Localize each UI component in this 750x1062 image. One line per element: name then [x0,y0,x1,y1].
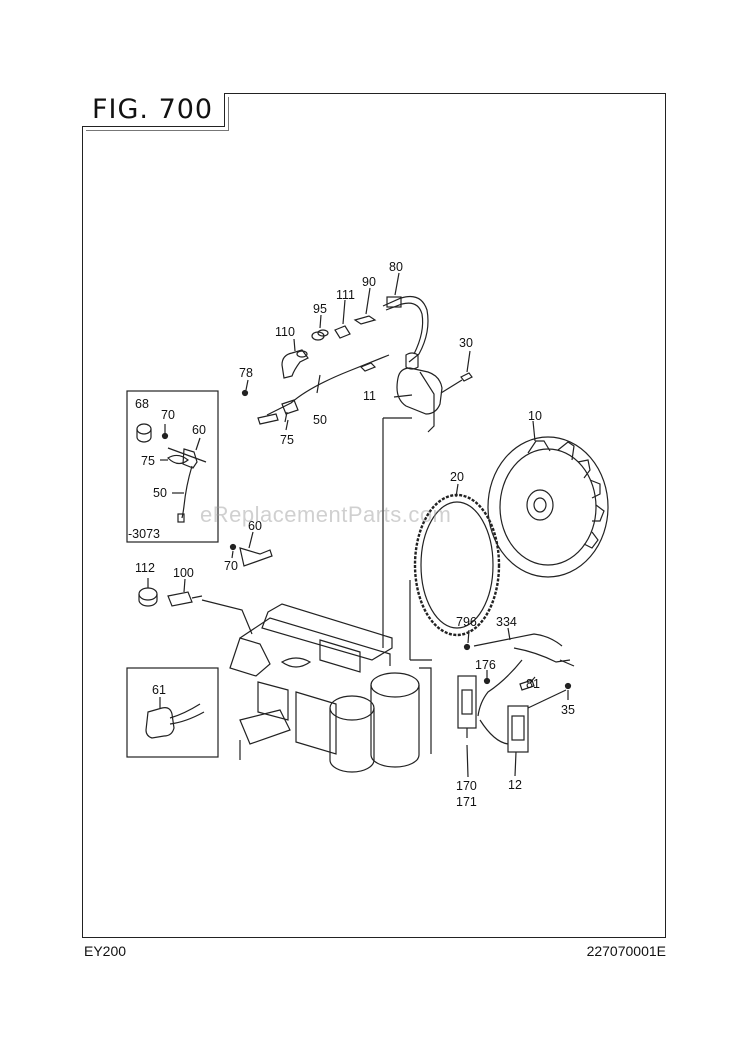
callout-90: 90 [362,275,376,289]
inset-box-ignition [126,390,219,543]
callout-111: 111 [336,288,355,302]
callout-112: 112 [135,561,155,575]
footer-part-code: 227070001E [586,943,666,959]
callout-20: 20 [450,470,464,484]
callout-30: 30 [459,336,473,350]
screw-70 [229,543,237,559]
callout-796: 796 [456,615,477,629]
bolt-30 [440,350,473,394]
screw-35 [527,682,572,709]
callout-35: 35 [561,703,575,717]
inset-box-61 [126,667,219,758]
callout-labels: 80 90 111 95 110 30 78 11 50 75 10 20 68… [128,260,575,809]
watermark: eReplacementParts.com [200,502,452,527]
high-tension-cord-80 [382,272,429,363]
callout-100: 100 [173,566,194,580]
callout-334: 334 [496,615,517,629]
callout-80: 80 [389,260,403,274]
callout-60: 60 [248,519,262,533]
figure-title: FIG. 700 [92,94,214,125]
screw-78 [241,379,279,425]
bracket-60 [239,531,273,567]
callout-inset-50: 50 [153,486,167,500]
connector-81 [519,676,536,691]
coil-12 [479,705,529,777]
plug-112 [138,578,158,607]
ignition-coil-11 [393,352,443,433]
screw-176 [483,670,491,685]
ring-gear-20 [413,483,501,637]
callout-110: 110 [275,325,295,339]
callout-inset-68: 68 [135,397,149,411]
plug-cap-110 [281,338,309,379]
engine-block [229,603,432,773]
inset-screw-70 [161,424,169,440]
callout-78: 78 [239,366,253,380]
callout-70: 70 [224,559,238,573]
inset-bracket-60 [167,437,207,469]
inset-unit-61 [145,697,205,739]
callout-61: 61 [152,683,166,697]
callout-inset-75: 75 [141,454,155,468]
spring-95 [311,314,329,341]
clamp-75 [281,399,299,431]
stop-wire-50 [266,354,390,416]
flywheel-10 [487,420,609,578]
callout-inset-60: 60 [192,423,206,437]
inset-revision: -3073 [128,527,160,541]
figure-title-shadow [86,97,229,131]
diagram-frame [82,93,666,938]
sensor-100 [167,578,253,635]
inset-clamp-75 [160,454,189,465]
callout-171: 171 [456,795,477,809]
callout-50: 50 [313,413,327,427]
inset-wire-50 [172,465,193,523]
coil-170-171 [457,675,477,778]
terminal-111 [334,299,351,339]
screw-796 [463,629,471,651]
callout-12: 12 [508,778,522,792]
callout-95: 95 [313,302,327,316]
harness-334 [473,627,575,717]
callout-170: 170 [456,779,477,793]
footer-model: EY200 [84,943,127,959]
callout-inset-70: 70 [161,408,175,422]
callout-75: 75 [280,433,294,447]
clip-90 [353,287,377,325]
callout-176: 176 [475,658,496,672]
callout-81: 81 [526,677,540,691]
inset-plug-cap-68 [136,423,152,443]
figure-title-box: FIG. 700 [82,93,225,127]
callout-10: 10 [528,409,542,423]
callout-11: 11 [363,389,376,403]
